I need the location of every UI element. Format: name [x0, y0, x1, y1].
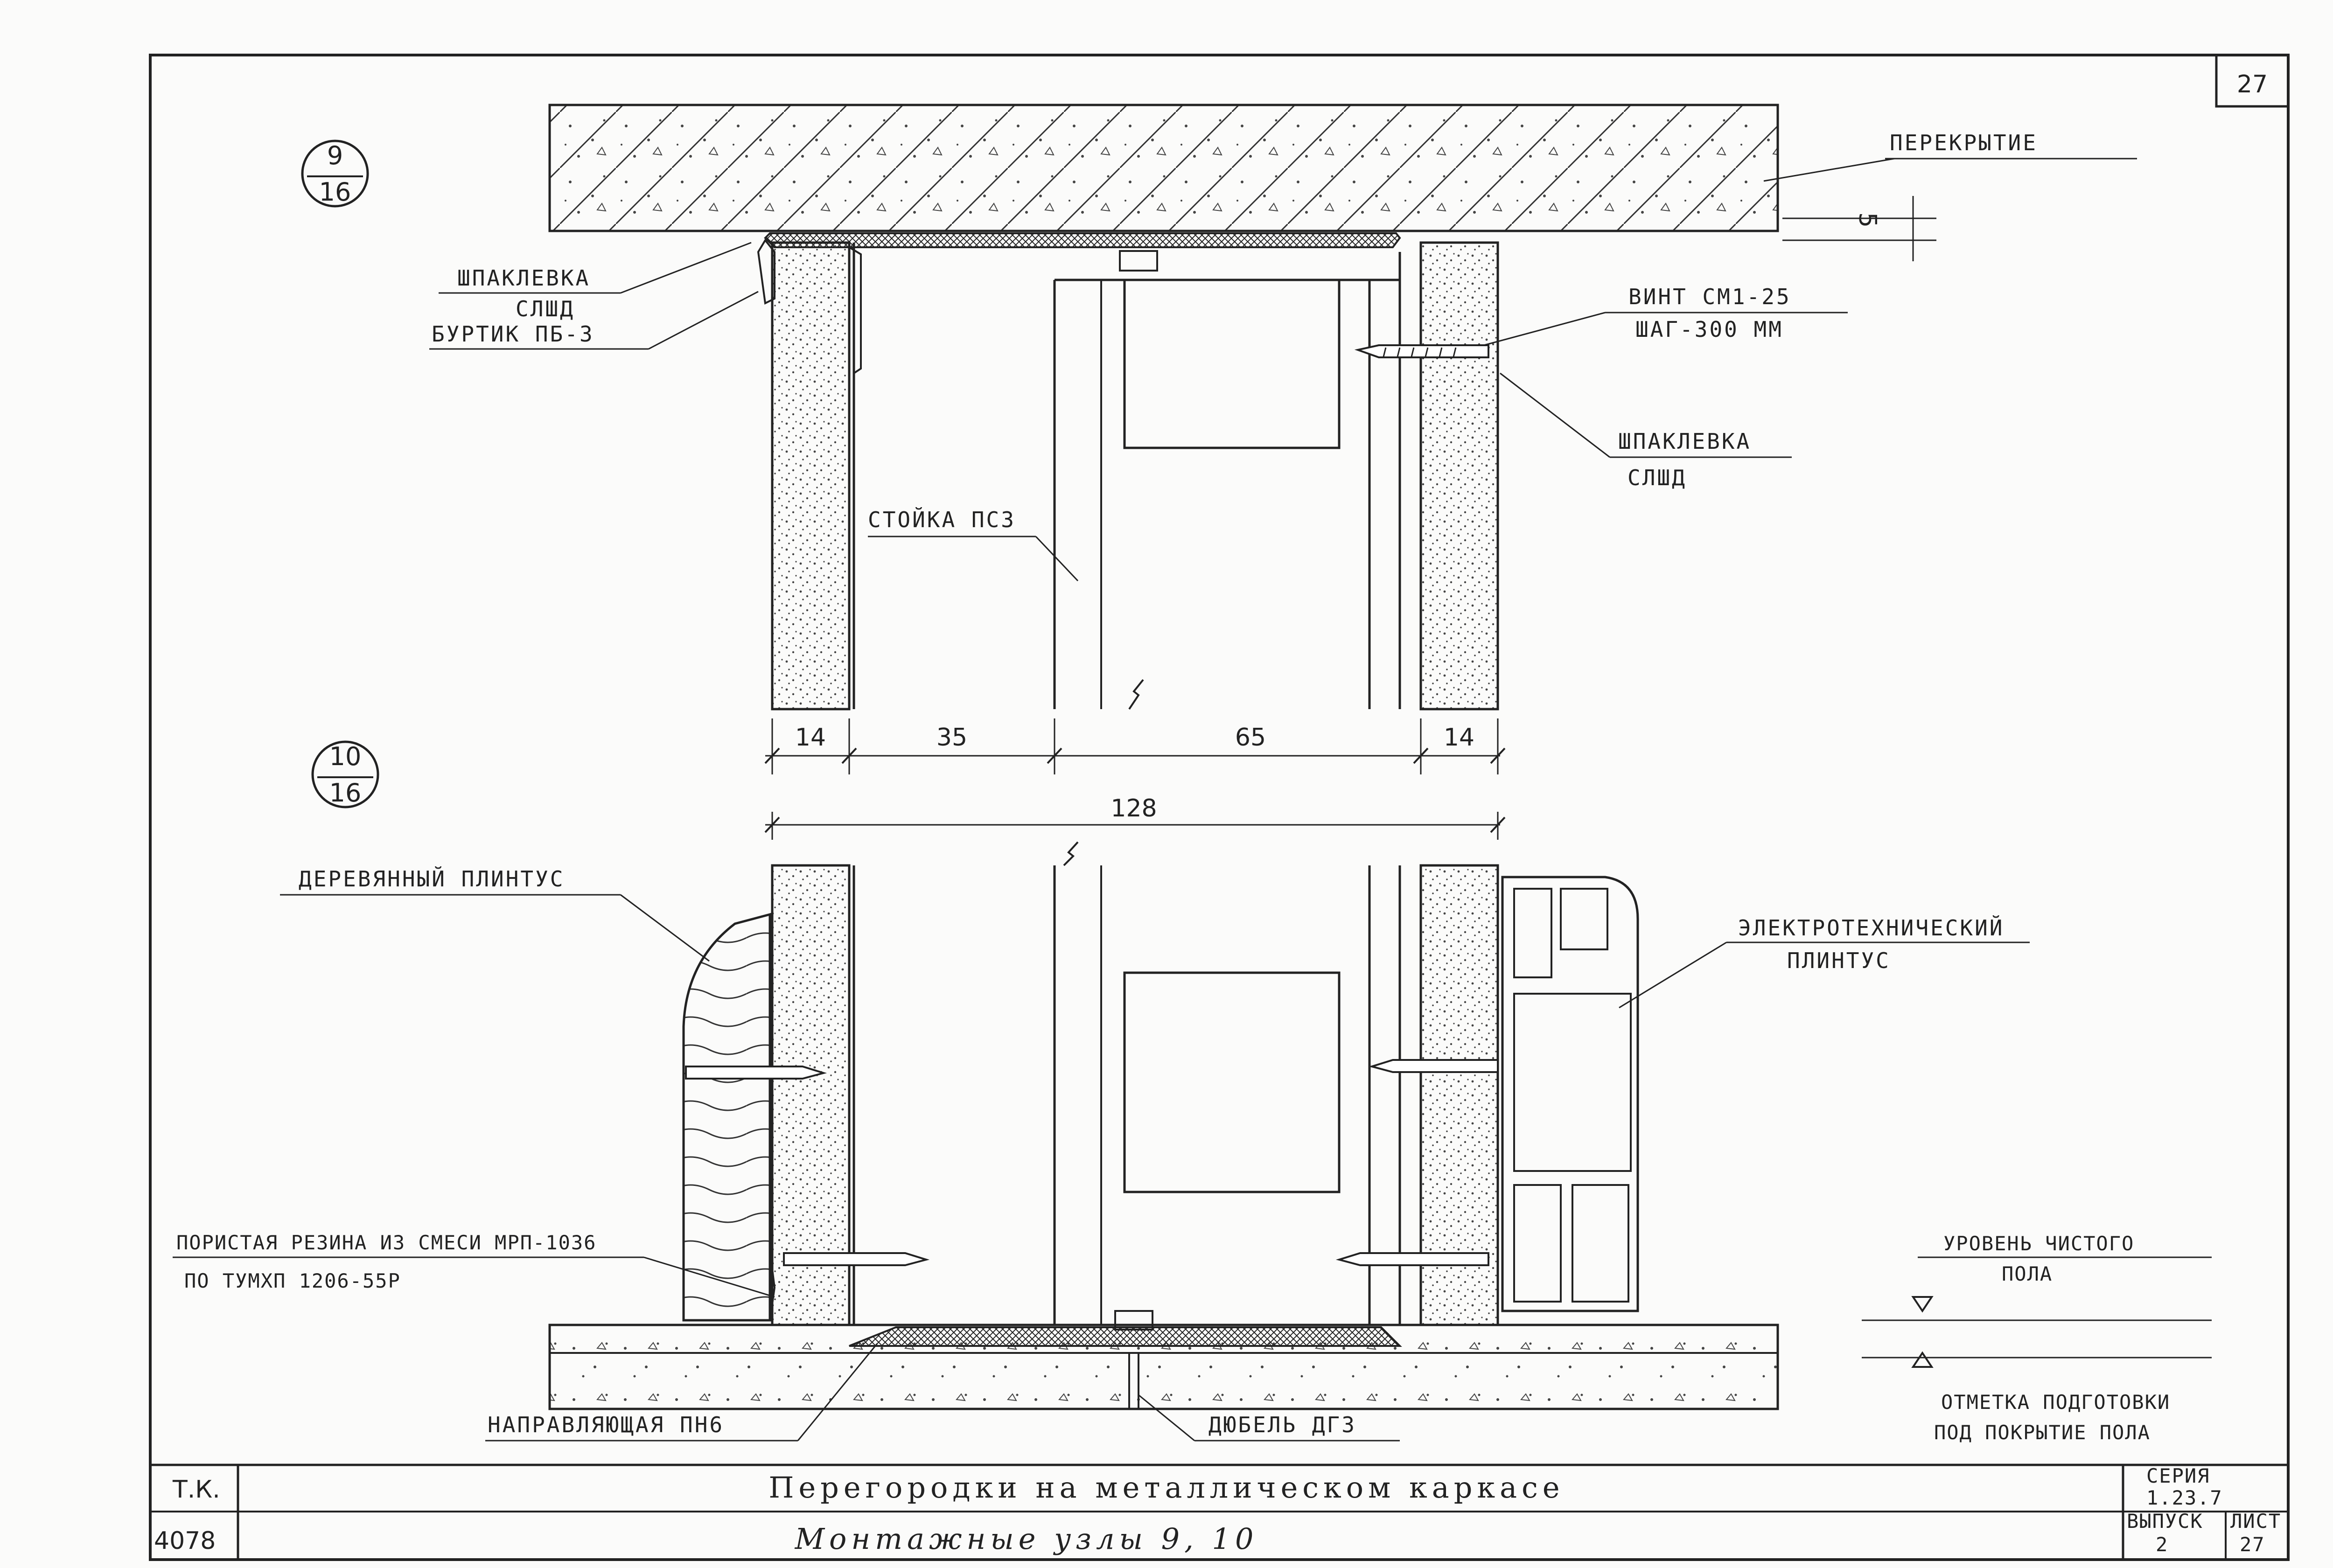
detail-9-marker: 9 16	[301, 139, 369, 208]
electrotechnical-plinth	[1501, 876, 1639, 1312]
label-putty-top: ШПАКЛЕВКА	[457, 265, 590, 291]
detail-9: 9 16	[301, 104, 2137, 840]
label-floor-level-2: ПОЛА	[2002, 1262, 2053, 1285]
right-gypsum-board	[1419, 241, 1499, 711]
svg-text:16: 16	[319, 177, 351, 207]
label-wood-plinth: ДЕРЕВЯННЫЙ ПЛИНТУС	[299, 866, 565, 892]
screw-left-2	[783, 1252, 930, 1266]
dim-14-right: 14	[1444, 724, 1474, 752]
screw-right-2	[1335, 1252, 1489, 1266]
dim-65: 65	[1235, 724, 1266, 752]
title-code-bottom: 4078	[154, 1527, 216, 1555]
issue-value: 2	[2156, 1533, 2168, 1556]
screw-left-1	[685, 1066, 827, 1080]
sheet-border	[149, 54, 2290, 1561]
sheet-number-box: 27	[2215, 54, 2290, 108]
drawing-title: Перегородки на металлическом каркасе	[768, 1470, 1564, 1505]
label-burtik: БУРТИК ПБ-3	[432, 321, 594, 347]
screw-right-top	[1354, 344, 1489, 358]
label-guide: НАПРАВЛЯЮЩАЯ ПН6	[488, 1412, 724, 1437]
svg-text:16: 16	[329, 778, 362, 808]
dim-128: 128	[1111, 794, 1157, 822]
label-screw-1: ВИНТ СМ1-25	[1628, 284, 1791, 309]
wooden-plinth	[682, 913, 771, 1322]
label-elec-plinth-2: ПЛИНТУС	[1787, 948, 1891, 973]
label-stud: СТОЙКА ПС3	[868, 507, 1016, 532]
label-slab: ПЕРЕКРЫТИЕ	[1890, 130, 2038, 155]
floor-level-mark: УРОВЕНЬ ЧИСТОГО ПОЛА ОТМЕТКА ПОДГОТОВКИ …	[1862, 1232, 2212, 1444]
label-putty-right: ШПАКЛЕВКА	[1618, 429, 1751, 454]
gap-dim: 5	[1853, 212, 1881, 228]
right-gypsum-board-bottom	[1419, 864, 1499, 1326]
dim-14-left: 14	[795, 724, 826, 752]
label-prep-mark-2: ПОД ПОКРЫТИЕ ПОЛА	[1934, 1421, 2151, 1444]
series-label: СЕРИЯ	[2146, 1464, 2210, 1487]
issue-label: ВЫПУСК	[2127, 1510, 2203, 1533]
label-dowel: ДЮБЕЛЬ ДГ3	[1208, 1412, 1356, 1437]
detail-10: 10 16	[173, 740, 2212, 1444]
label-screw-2: ШАГ-300 ММ	[1635, 317, 1783, 342]
dim-35: 35	[936, 724, 967, 752]
title-block: Т.К. 4078 Перегородки на металлическом к…	[150, 1464, 2288, 1560]
stud-ps3	[852, 243, 1401, 710]
label-elec-plinth-1: ЭЛЕКТРОТЕХНИЧЕСКИЙ	[1738, 915, 2005, 941]
label-prep-mark-1: ОТМЕТКА ПОДГОТОВКИ	[1941, 1391, 2170, 1414]
label-rubber-2: ПО ТУМХП 1206-55Р	[184, 1269, 401, 1292]
sheet-number: 27	[2237, 70, 2268, 98]
floor-dowel-head	[1114, 1310, 1153, 1331]
label-slsh-top: СЛШД	[516, 296, 575, 321]
ceiling-guide	[764, 232, 1401, 248]
floor-guide-pn6	[849, 1326, 1402, 1347]
label-floor-level-1: УРОВЕНЬ ЧИСТОГО	[1943, 1232, 2134, 1255]
detail-10-marker: 10 16	[311, 740, 379, 808]
svg-text:9: 9	[327, 141, 343, 170]
screw-right-1	[1368, 1059, 1499, 1073]
series-value: 1.23.7	[2146, 1486, 2223, 1509]
label-slsh-right: СЛШД	[1628, 465, 1687, 490]
title-code-top: Т.К.	[172, 1476, 220, 1504]
sheet-label: ЛИСТ	[2230, 1510, 2281, 1533]
porous-rubber	[769, 1250, 776, 1321]
sheet-value: 27	[2240, 1533, 2265, 1556]
svg-text:10: 10	[329, 742, 362, 771]
ceiling-slab	[548, 104, 1779, 232]
label-rubber-1: ПОРИСТАЯ РЕЗИНА ИЗ СМЕСИ МРП-1036	[176, 1231, 596, 1254]
ceiling-dowel-head	[1119, 250, 1158, 272]
dimension-chain: 14 35 65 14 128	[764, 718, 1506, 840]
left-gypsum-board-bottom	[771, 864, 851, 1326]
stud-bottom	[852, 841, 1401, 1325]
left-gypsum-board	[771, 241, 851, 711]
drawing-subtitle: Монтажные узлы 9, 10	[795, 1522, 1258, 1556]
burtik-bead	[757, 238, 775, 305]
